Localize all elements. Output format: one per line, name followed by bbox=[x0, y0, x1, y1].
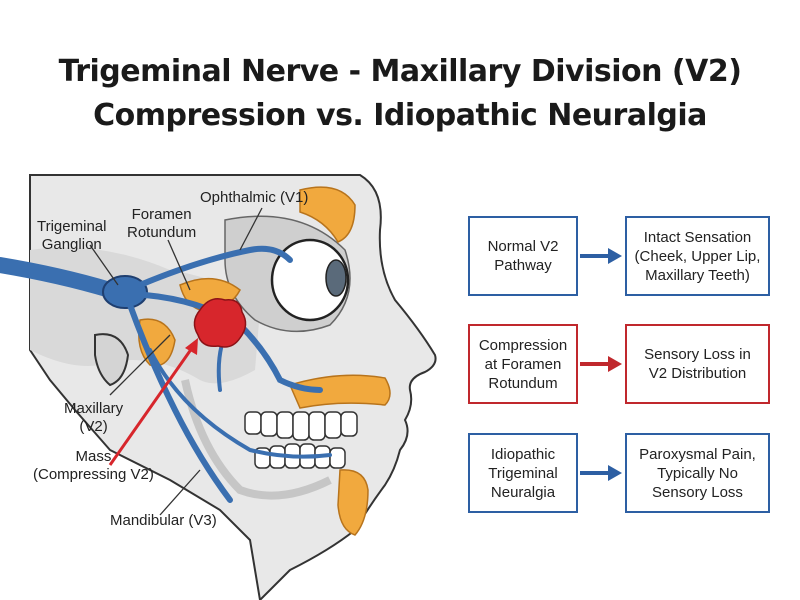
mass-pointer-arrowhead bbox=[185, 338, 198, 355]
label-trigeminal-ganglion: Trigeminal Ganglion bbox=[37, 218, 107, 253]
nerve-v3-mandibular bbox=[127, 302, 233, 503]
arrow-compression bbox=[580, 356, 622, 372]
maxilla-bone bbox=[288, 374, 391, 409]
arrow-idiopathic bbox=[580, 465, 622, 481]
leader-lines bbox=[89, 207, 263, 516]
box-paroxysmal-pain: Paroxysmal Pain, Typically No Sensory Lo… bbox=[625, 433, 770, 513]
arrow-normal bbox=[580, 248, 622, 264]
box-idiopathic-neuralgia: Idiopathic Trigeminal Neuralgia bbox=[468, 433, 578, 513]
box-normal-v2-pathway: Normal V2 Pathway bbox=[468, 216, 578, 296]
iris bbox=[325, 259, 347, 297]
box-sensory-loss: Sensory Loss in V2 Distribution bbox=[625, 324, 770, 404]
label-mandibular-v3: Mandibular (V3) bbox=[110, 512, 217, 529]
title-line-1: Trigeminal Nerve - Maxillary Division (V… bbox=[58, 54, 742, 89]
head-anatomy-illustration bbox=[0, 174, 437, 600]
box-intact-sensation: Intact Sensation (Cheek, Upper Lip, Maxi… bbox=[625, 216, 770, 296]
ear bbox=[94, 333, 130, 387]
diagram-title: Trigeminal Nerve - Maxillary Division (V… bbox=[0, 50, 800, 138]
mass-pointer-arrow bbox=[108, 347, 194, 466]
frontal-bone bbox=[299, 186, 356, 243]
nerve-root bbox=[0, 257, 118, 298]
chin-bone bbox=[337, 469, 369, 536]
nerve-v1-ophthalmic bbox=[137, 245, 293, 288]
upper-teeth bbox=[244, 411, 358, 441]
label-foramen-rotundum: Foramen Rotundum bbox=[127, 206, 197, 241]
nerve-v2-maxillary bbox=[142, 292, 323, 393]
label-maxillary-v2: Maxillary (V2) bbox=[64, 400, 124, 435]
compressing-mass bbox=[193, 298, 247, 348]
label-mass: Mass (Compressing V2) bbox=[33, 448, 154, 483]
box-compression-foramen: Compression at Foramen Rotundum bbox=[468, 324, 578, 404]
mandible-outline bbox=[181, 379, 332, 500]
title-line-2: Compression vs. Idiopathic Neuralgia bbox=[93, 98, 707, 133]
label-ophthalmic-v1: Ophthalmic (V1) bbox=[200, 189, 309, 206]
trigeminal-ganglion bbox=[102, 275, 148, 309]
